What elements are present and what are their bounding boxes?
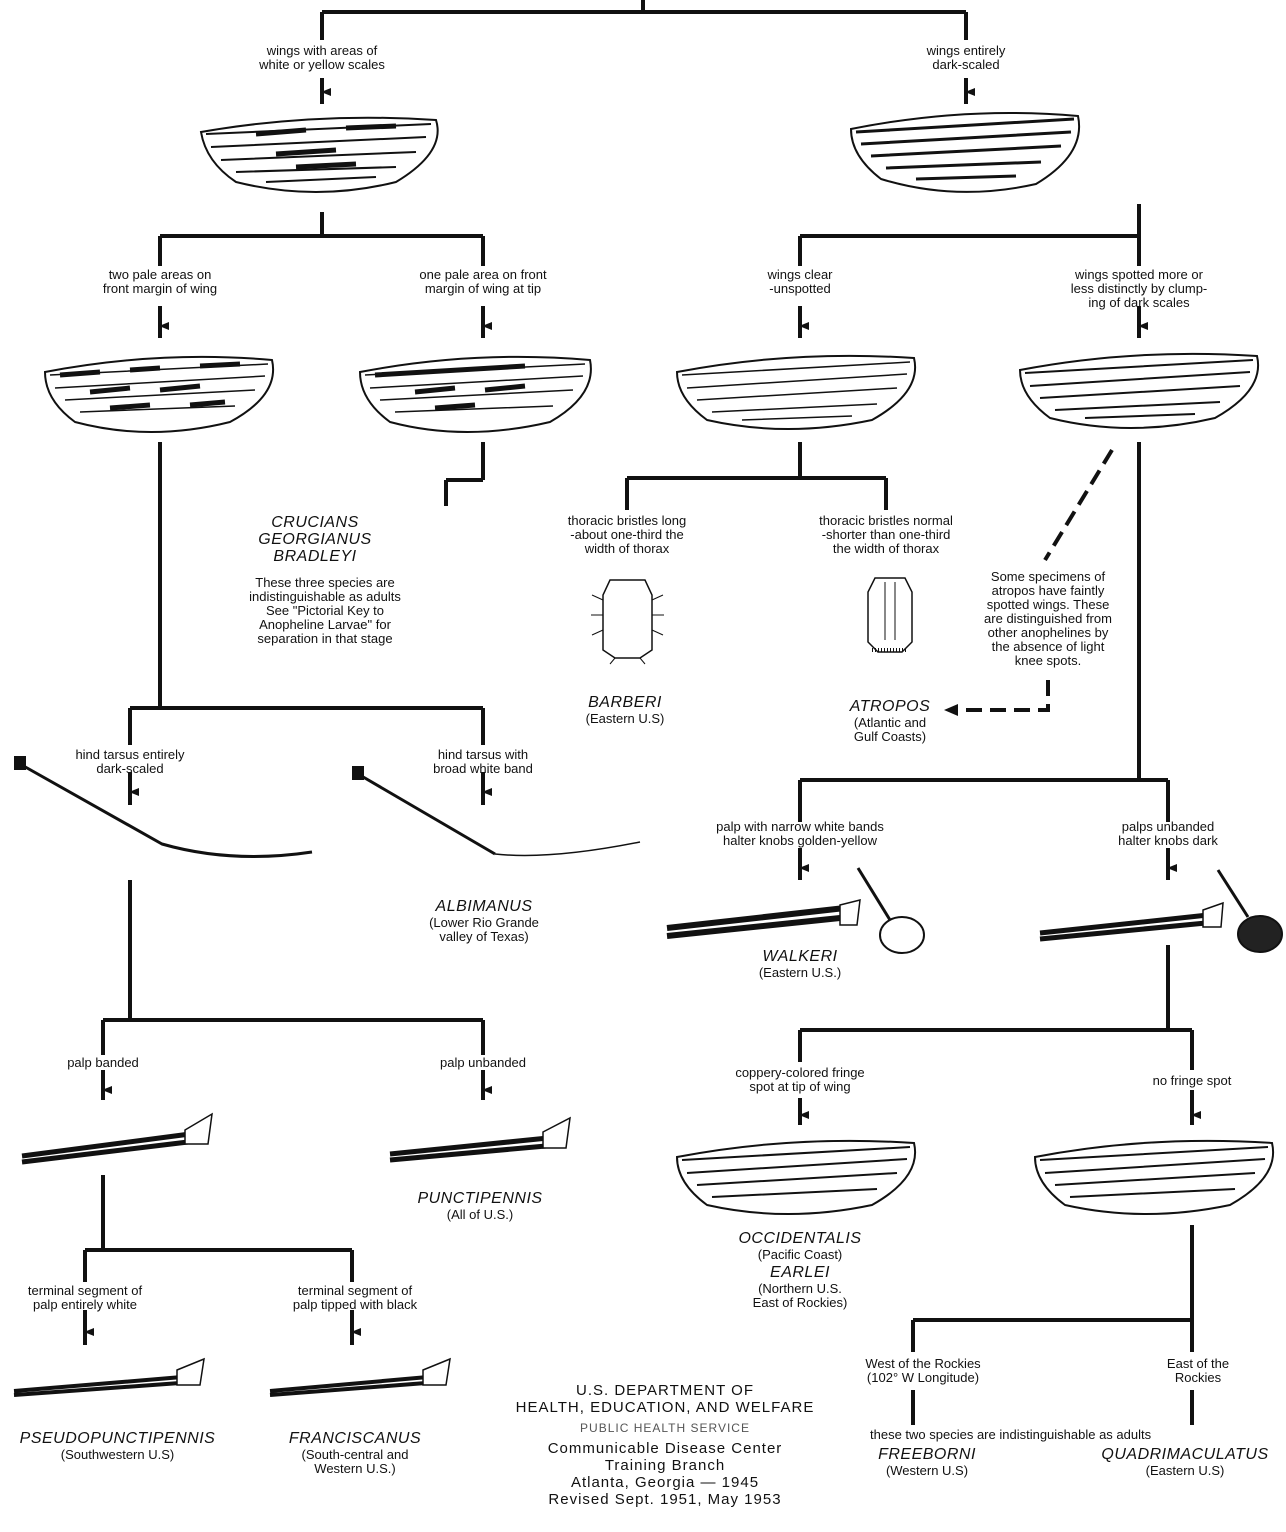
wing-one-pale-area — [355, 350, 600, 445]
thorax-normal-bristles — [860, 570, 920, 660]
palp-narrow-bands — [665, 890, 865, 945]
label-palp-banded: palp banded — [33, 1056, 173, 1070]
palp-terminal-black — [268, 1355, 453, 1400]
label-east-rockies: East of the Rockies — [1138, 1357, 1258, 1385]
label-wings-white-yellow: wings with areas of white or yellow scal… — [222, 44, 422, 72]
palp-unbanded-right — [1038, 895, 1228, 945]
range-earlei: (Northern U.S. East of Rockies) — [715, 1282, 885, 1310]
range-barberi: (Eastern U.S) — [560, 712, 690, 726]
label-no-fringe: no fringe spot — [1122, 1074, 1262, 1088]
range-freeborni: (Western U.S) — [862, 1464, 992, 1478]
palp-unbanded-left — [388, 1112, 573, 1167]
label-palps-unbanded: palps unbanded halter knobs dark — [1078, 820, 1258, 848]
wing-dark-scaled — [846, 104, 1086, 204]
label-one-pale: one pale area on front margin of wing at… — [373, 268, 593, 296]
label-wings-clear: wings clear -unspotted — [700, 268, 900, 296]
species-pseudopunctipennis: PSEUDOPUNCTIPENNIS — [0, 1430, 235, 1447]
species-franciscanus: FRANCISCANUS — [270, 1430, 440, 1447]
palp-banded — [20, 1108, 215, 1168]
label-coppery: coppery-colored fringe spot at tip of wi… — [705, 1066, 895, 1094]
range-occidentalis: (Pacific Coast) — [715, 1248, 885, 1262]
label-two-pale: two pale areas on front margin of wing — [60, 268, 260, 296]
publisher-dept: U.S. DEPARTMENT OF HEALTH, EDUCATION, AN… — [460, 1382, 870, 1416]
wing-two-pale-areas — [40, 350, 280, 445]
range-pseudopunctipennis: (Southwestern U.S) — [0, 1448, 235, 1462]
label-bristles-normal: thoracic bristles normal -shorter than o… — [786, 514, 986, 556]
publisher-center: Communicable Disease Center Training Bra… — [460, 1440, 870, 1508]
label-palp-unbanded: palp unbanded — [413, 1056, 553, 1070]
label-wings-spotted: wings spotted more or less distinctly by… — [1019, 268, 1259, 310]
wing-coppery-fringe — [672, 1135, 922, 1225]
range-franciscanus: (South-central and Western U.S.) — [270, 1448, 440, 1476]
species-punctipennis: PUNCTIPENNIS — [395, 1190, 565, 1207]
species-albimanus: ALBIMANUS — [394, 898, 574, 915]
note-crucians: These three species are indistinguishabl… — [225, 576, 425, 646]
species-quadrimaculatus: QUADRIMACULATUS — [1085, 1446, 1285, 1463]
species-atropos: ATROPOS — [825, 698, 955, 715]
thorax-long-bristles — [590, 570, 665, 665]
species-occidentalis: OCCIDENTALIS — [715, 1230, 885, 1247]
label-west-rockies: West of the Rockies (102° W Longitude) — [843, 1357, 1003, 1385]
wing-no-fringe — [1030, 1135, 1280, 1225]
wing-spotted — [1015, 348, 1265, 440]
hind-tarsus-white-band — [350, 762, 645, 872]
label-wings-dark: wings entirely dark-scaled — [866, 44, 1066, 72]
species-walkeri: WALKERI — [735, 948, 865, 965]
palp-terminal-white — [12, 1355, 207, 1400]
range-atropos: (Atlantic and Gulf Coasts) — [825, 716, 955, 744]
wing-clear-unspotted — [672, 350, 922, 440]
species-freeborni: FREEBORNI — [862, 1446, 992, 1463]
label-terminal-white: terminal segment of palp entirely white — [0, 1284, 170, 1312]
species-crucians-group: CRUCIANS GEORGIANUS BRADLEYI — [240, 514, 390, 565]
range-quadrimaculatus: (Eastern U.S) — [1085, 1464, 1285, 1478]
label-palp-narrow: palp with narrow white bands halter knob… — [680, 820, 920, 848]
wing-white-yellow-scales — [196, 112, 446, 204]
label-bristles-long: thoracic bristles long -about one-third … — [537, 514, 717, 556]
range-walkeri: (Eastern U.S.) — [735, 966, 865, 980]
label-hind-band: hind tarsus with broad white band — [393, 748, 573, 776]
publisher-service: PUBLIC HEALTH SERVICE — [460, 1420, 870, 1437]
label-hind-dark: hind tarsus entirely dark-scaled — [40, 748, 220, 776]
label-terminal-black: terminal segment of palp tipped with bla… — [265, 1284, 445, 1312]
note-atropos: Some specimens of atropos have faintly s… — [963, 570, 1133, 668]
species-barberi: BARBERI — [560, 694, 690, 711]
range-punctipennis: (All of U.S.) — [395, 1208, 565, 1222]
note-indistinguishable: these two species are indistinguishable … — [870, 1428, 1270, 1442]
species-earlei: EARLEI — [715, 1264, 885, 1281]
halter-knob-golden — [850, 860, 930, 960]
halter-knob-dark — [1210, 862, 1286, 957]
range-albimanus: (Lower Rio Grande valley of Texas) — [394, 916, 574, 944]
